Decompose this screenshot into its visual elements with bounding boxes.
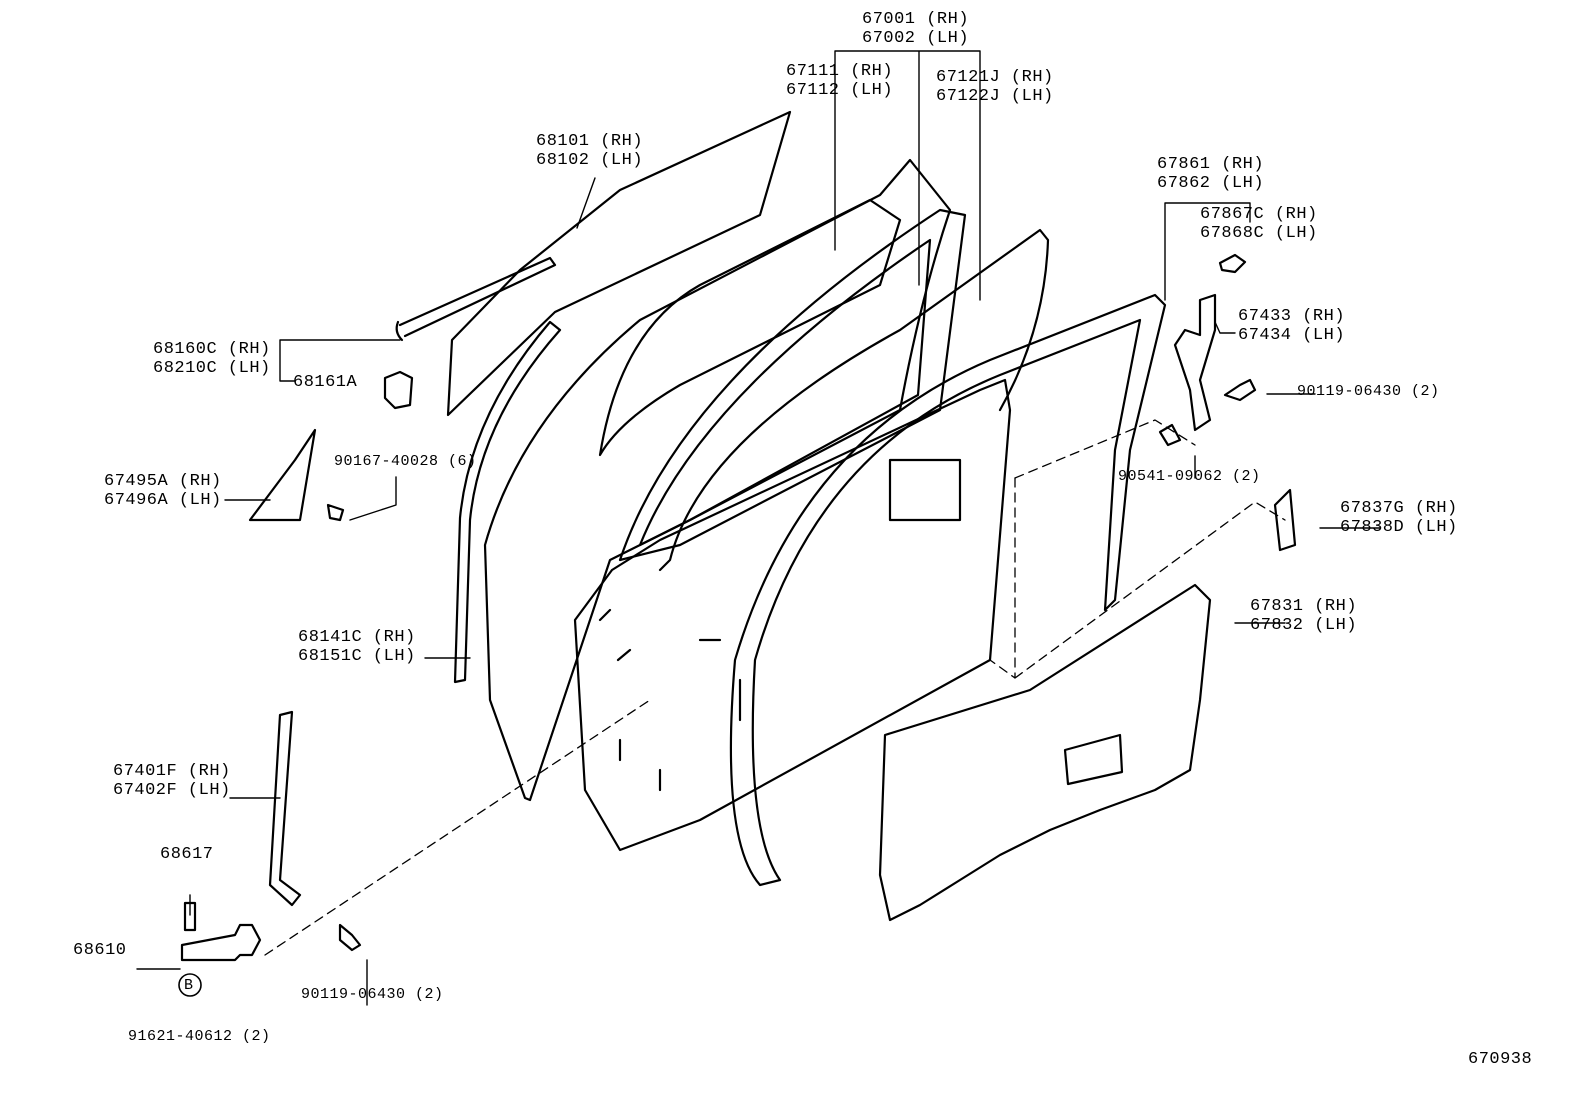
- label-run-channel: 68141C (RH) 68151C (LH): [298, 628, 416, 666]
- label-door-frame-rh: 67111 (RH): [786, 62, 894, 81]
- label-screw-bottom: 91621-40612 (2): [128, 1028, 271, 1045]
- bolt-right: [1223, 378, 1257, 402]
- label-weatherstrip-rh: 67861 (RH): [1157, 155, 1265, 174]
- label-weatherstrip: 67861 (RH) 67862 (LH): [1157, 155, 1264, 193]
- label-lower-channel: 68160C (RH) 68210C (LH): [153, 340, 271, 378]
- label-cover-screw: 90167-40028 (6): [334, 453, 477, 470]
- lower-channel: [398, 256, 557, 338]
- label-door-check: 68610: [73, 941, 127, 960]
- label-pin: 68617: [160, 845, 214, 864]
- mirror-cover: [248, 428, 317, 522]
- label-run-channel-lh: 68151C (LH): [298, 647, 416, 666]
- label-clip-a-lh: 67868C (LH): [1200, 224, 1318, 243]
- door-check: [180, 923, 262, 962]
- label-bracket-rh: 67433 (RH): [1238, 307, 1346, 326]
- label-rear-channel-lh: 67402F (LH): [113, 781, 231, 800]
- label-cover-lh: 67496A (LH): [104, 491, 222, 510]
- outer-door-panel: [483, 158, 952, 802]
- label-door-panel-lh: 67002 (LH): [862, 29, 970, 48]
- inner-door-frame: [573, 378, 1012, 852]
- label-clip-b: 90541-09062 (2): [1118, 468, 1261, 485]
- rear-run-channel: [268, 710, 302, 907]
- label-channel-clip: 68161A: [293, 373, 358, 392]
- label-seal-rh: 67837G (RH): [1340, 499, 1458, 518]
- label-service-hole-cover: 67831 (RH) 67832 (LH): [1250, 597, 1357, 635]
- label-door-glass-lh: 68102 (LH): [536, 151, 644, 170]
- label-run-channel-rh: 68141C (RH): [298, 628, 416, 647]
- label-bolt-right: 90119-06430 (2): [1297, 383, 1440, 400]
- dashed-assembly-lines: [264, 419, 1286, 956]
- label-bracket: 67433 (RH) 67434 (LH): [1238, 307, 1345, 345]
- label-lower-channel-lh: 68210C (LH): [153, 359, 271, 378]
- clip-a: [1218, 253, 1247, 274]
- label-bolt-mark: B: [184, 977, 194, 994]
- label-seal: 67837G (RH) 67838D (LH): [1340, 499, 1458, 537]
- bolt-bottom: [338, 923, 362, 952]
- label-rear-channel-rh: 67401F (RH): [113, 762, 231, 781]
- label-door-glass-rh: 68101 (RH): [536, 132, 644, 151]
- label-service-hole-cover-lh: 67832 (LH): [1250, 616, 1358, 635]
- label-inner-frame-rh: 67121J (RH): [936, 68, 1054, 87]
- label-inner-frame: 67121J (RH) 67122J (LH): [936, 68, 1054, 106]
- label-rear-channel: 67401F (RH) 67402F (LH): [113, 762, 231, 800]
- door-weatherstrip: [729, 293, 1167, 887]
- label-door-panel: 67001 (RH) 67002 (LH): [862, 10, 969, 48]
- service-hole-cover: [878, 583, 1212, 922]
- label-clip-a-rh: 67867C (RH): [1200, 205, 1318, 224]
- label-bracket-lh: 67434 (LH): [1238, 326, 1346, 345]
- bracket: [1173, 293, 1217, 432]
- door-glass: [446, 110, 792, 417]
- label-seal-lh: 67838D (LH): [1340, 518, 1458, 537]
- leader-lines: [136, 50, 1381, 1006]
- label-lower-channel-rh: 68160C (RH): [153, 340, 271, 359]
- cover-screw: [326, 503, 345, 522]
- label-door-glass: 68101 (RH) 68102 (LH): [536, 132, 643, 170]
- label-door-frame: 67111 (RH) 67112 (LH): [786, 62, 893, 100]
- label-cover-rh: 67495A (RH): [104, 472, 222, 491]
- channel-clip: [383, 370, 414, 410]
- door-frame: [618, 208, 967, 562]
- pin: [183, 901, 197, 932]
- label-service-hole-cover-rh: 67831 (RH): [1250, 597, 1358, 616]
- seal: [1273, 488, 1297, 552]
- clip-b: [1158, 423, 1182, 447]
- label-cover: 67495A (RH) 67496A (LH): [104, 472, 222, 510]
- bolt-mark-circle: [178, 973, 202, 997]
- label-door-panel-rh: 67001 (RH): [862, 10, 970, 29]
- label-bolt-bottom: 90119-06430 (2): [301, 986, 444, 1003]
- label-weatherstrip-lh: 67862 (LH): [1157, 174, 1265, 193]
- label-clip-a: 67867C (RH) 67868C (LH): [1200, 205, 1318, 243]
- label-door-frame-lh: 67112 (LH): [786, 81, 894, 100]
- front-run-channel: [453, 320, 562, 684]
- drawing-number: 670938: [1468, 1050, 1533, 1069]
- label-inner-frame-lh: 67122J (LH): [936, 87, 1054, 106]
